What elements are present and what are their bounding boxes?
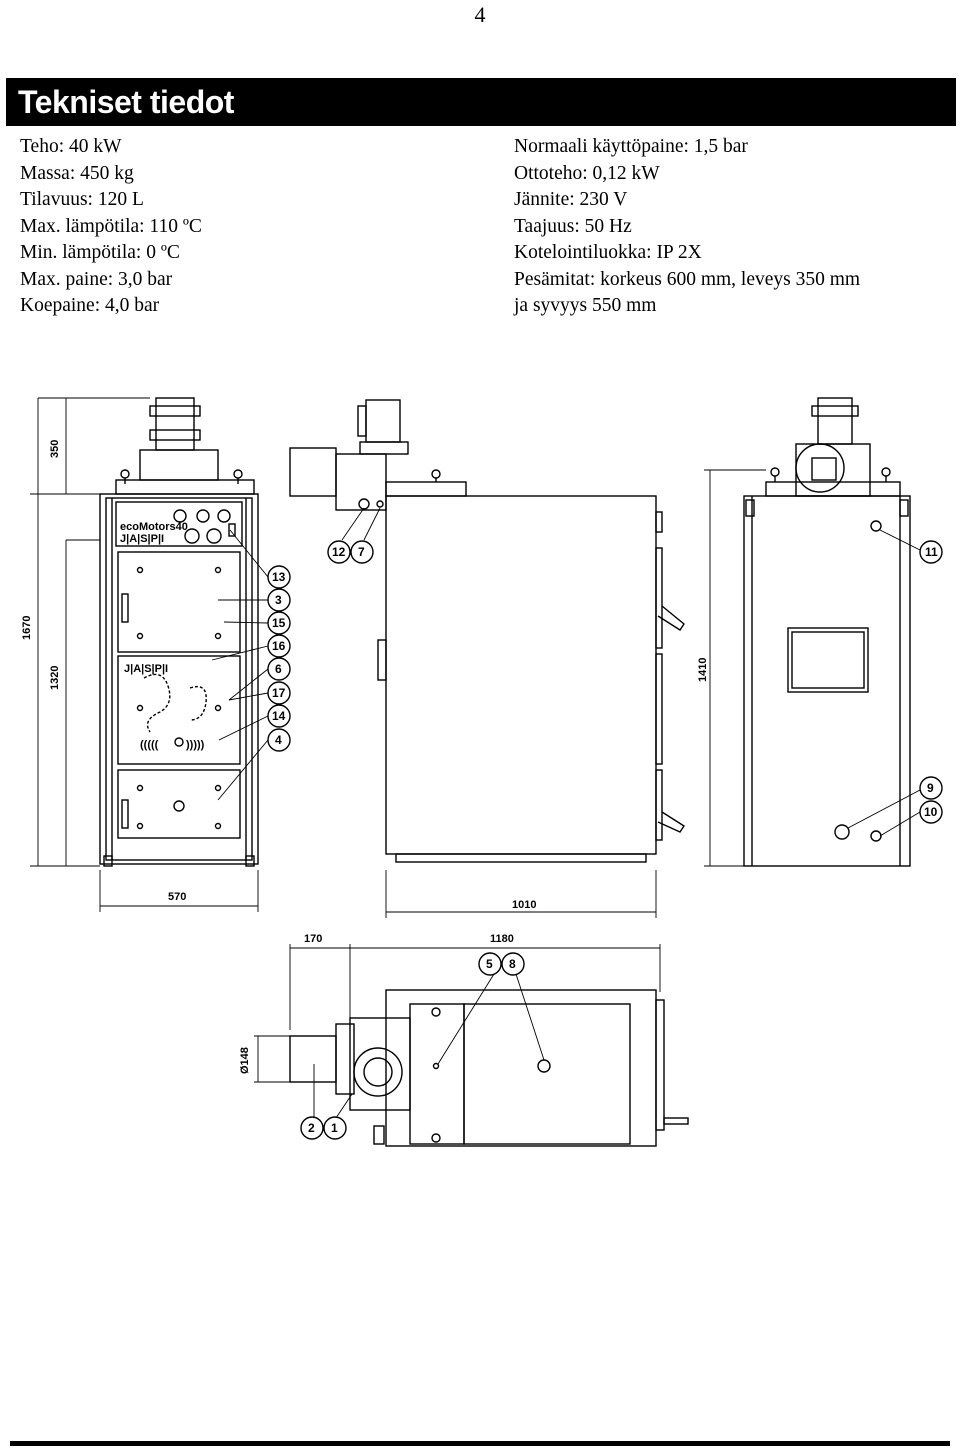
side-leaders (341, 507, 657, 918)
specs-left: Teho: 40 kW Massa: 450 kg Tilavuus: 120 … (20, 134, 202, 320)
panel-label: ecoMotors40 (120, 521, 188, 533)
back-cover-plate (791, 631, 865, 689)
top-dimensions (254, 944, 661, 1083)
fan-outlet-icon (795, 443, 845, 493)
svg-text:(((((: ((((( (140, 739, 159, 751)
back-view: 1410 11 9 10 (697, 397, 943, 867)
pressure-gauge-icon (206, 528, 222, 544)
dim-1670: 1670 (21, 616, 33, 640)
top-leaders (313, 973, 545, 1119)
svg-text:))))): ))))) (186, 739, 205, 751)
callout-6: 6 (275, 662, 282, 676)
gauge-icon (173, 509, 187, 523)
specs-right: Normaali käyttöpaine: 1,5 bar Ottoteho: … (514, 134, 860, 320)
burner-tube (289, 447, 337, 497)
flue-outlet-icon (537, 1059, 551, 1073)
lower-door (117, 769, 241, 839)
spec-max-temp: Max. lämpötila: 110 ºC (20, 215, 202, 237)
switch-icon (228, 523, 236, 537)
callout-17: 17 (272, 686, 286, 700)
side-view: 1010 12 7 (289, 399, 685, 918)
front-dimensions (30, 397, 259, 912)
callout-2: 2 (308, 1121, 315, 1135)
control-panel (115, 501, 243, 547)
spec-chamber-dims: Pesämitat: korkeus 600 mm, leveys 350 mm (514, 268, 861, 290)
callout-9: 9 (927, 781, 934, 795)
callout-12: 12 (332, 545, 346, 559)
door-brand: J|A|S|P|I (124, 663, 168, 675)
ash-port-icon (173, 800, 185, 812)
title-bar: Tekniset tiedot (6, 78, 956, 126)
front-callouts: 13 3 15 16 6 17 14 4 (267, 565, 291, 752)
callout-8: 8 (509, 957, 516, 971)
middle-door (117, 655, 241, 765)
connection-icon (870, 520, 882, 532)
callout-15: 15 (272, 616, 286, 630)
gauge-icon (196, 509, 210, 523)
dim-350: 350 (49, 440, 61, 458)
back-body (743, 495, 911, 867)
callout-13: 13 (272, 570, 286, 584)
top-fan-icon (353, 1047, 403, 1097)
top-view: 170 1180 Ø148 5 8 2 1 (239, 933, 689, 1147)
callout-16: 16 (272, 639, 286, 653)
connection-icon (358, 498, 370, 510)
spec-operating-pressure: Normaali käyttöpaine: 1,5 bar (514, 136, 748, 157)
spec-input-power: Ottoteho: 0,12 kW (514, 162, 660, 184)
callout-11: 11 (925, 545, 938, 559)
callout-3: 3 (275, 593, 282, 607)
dim-1180: 1180 (490, 933, 514, 945)
callout-1: 1 (331, 1121, 338, 1135)
callout-7: 7 (358, 545, 365, 559)
spec-power: Teho: 40 kW (20, 136, 122, 157)
front-leaders (211, 529, 269, 801)
gauge-icon (217, 509, 231, 523)
dim-diameter: Ø148 (239, 1047, 251, 1074)
page-title: Tekniset tiedot (18, 84, 234, 120)
dim-170: 170 (304, 933, 322, 945)
spec-min-temp: Min. lämpötila: 0 ºC (20, 242, 180, 263)
door-handle-icon (121, 799, 129, 829)
connection-icon (376, 500, 384, 508)
upper-door (117, 551, 241, 653)
side-motor (365, 399, 401, 443)
handle-icon (663, 1117, 689, 1125)
side-body (385, 495, 657, 855)
spec-frequency: Taajuus: 50 Hz (514, 215, 632, 237)
return-pipe-icon (834, 824, 850, 840)
door-handle-icon (657, 811, 685, 833)
dim-1010: 1010 (512, 899, 536, 911)
panel-brand: J|A|S|P|I (120, 533, 164, 545)
back-motor (817, 397, 853, 445)
dim-1410: 1410 (697, 658, 709, 682)
spec-volume: Tilavuus: 120 L (20, 189, 144, 210)
callout-14: 14 (272, 709, 286, 723)
top-body (385, 989, 657, 1147)
drain-icon (870, 830, 882, 842)
back-leaders (704, 469, 921, 867)
page-number: 4 (474, 2, 486, 27)
bottom-rule (10, 1441, 950, 1446)
dim-1320: 1320 (49, 666, 61, 690)
top-burner-tube (289, 1035, 337, 1083)
spec-chamber-depth: ja syvyys 550 mm (514, 295, 657, 316)
spec-voltage: Jännite: 230 V (514, 189, 628, 210)
door-handle-icon (657, 605, 685, 631)
thermometer-icon (184, 528, 200, 544)
air-inlet-icon (174, 737, 184, 747)
spec-max-pressure: Max. paine: 3,0 bar (20, 268, 173, 290)
spec-mass: Massa: 450 kg (20, 162, 134, 184)
dim-570: 570 (168, 891, 186, 903)
front-body (99, 493, 259, 865)
callout-5: 5 (486, 957, 493, 971)
front-fan-housing (139, 449, 219, 481)
front-view: ecoMotors40 J|A|S|P|I J|A|S|P|I ((((( ))… (21, 397, 269, 912)
callout-4: 4 (275, 733, 282, 747)
door-handle-icon (121, 593, 129, 623)
callout-10: 10 (924, 805, 938, 819)
spec-ip-class: Kotelointiluokka: IP 2X (514, 242, 702, 263)
spec-test-pressure: Koepaine: 4,0 bar (20, 295, 160, 316)
